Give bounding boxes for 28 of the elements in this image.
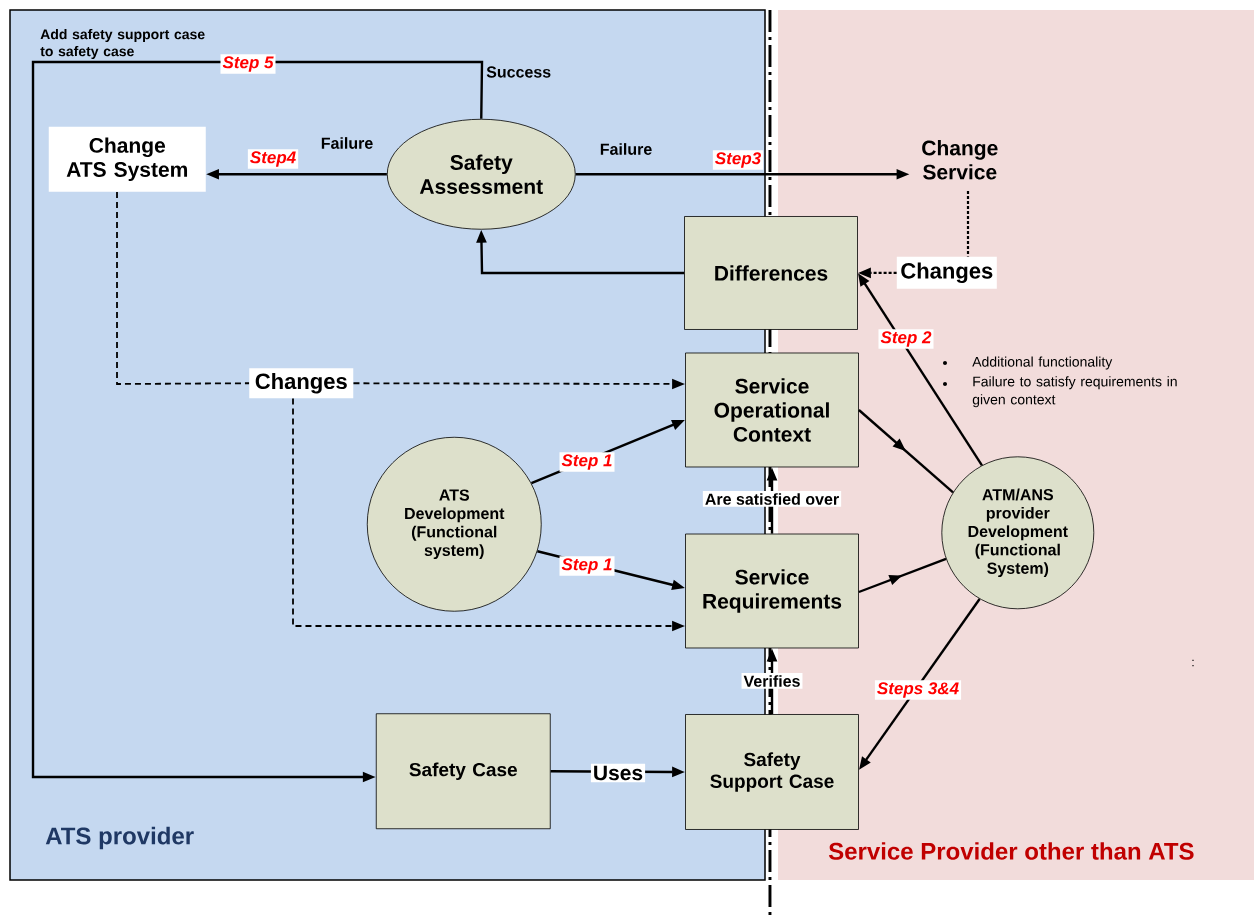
colon-mark: :	[1192, 659, 1194, 667]
edge-label: Step4	[247, 149, 299, 169]
process-box: Change ATS System	[48, 126, 206, 192]
process-box: Service Requirements	[685, 533, 859, 649]
edge-label: Are satisfied over	[702, 491, 842, 507]
outcome-label: Success	[486, 66, 551, 78]
edge-label: Verifies	[741, 673, 803, 689]
outcome-label: Failure	[600, 143, 652, 155]
edge-label: Step 2	[878, 329, 934, 349]
changes-label: Changes	[249, 368, 354, 399]
changes-label: Changes	[896, 256, 997, 289]
bullet-item: Failure to satisfy requirements in given context	[943, 376, 1177, 408]
process-box: Safety Case	[375, 713, 551, 830]
arrow	[858, 409, 954, 494]
edge-label: Step 1	[559, 452, 615, 472]
process-box: Safety Support Case	[685, 714, 859, 830]
process-text: Change Service	[922, 140, 998, 180]
connector-line	[966, 191, 970, 257]
process-box: Differences	[684, 216, 858, 330]
annotation-text: Add safety support case to safety case	[40, 28, 205, 59]
edge-label: Step 1	[559, 556, 615, 576]
connector-line	[116, 191, 250, 385]
edge-label: Step3	[712, 150, 764, 170]
edge-label: Steps 3&4	[874, 680, 962, 700]
edge-label: Step 5	[220, 54, 276, 74]
bullet-item: Additional functionality	[943, 356, 1113, 370]
arrow	[858, 557, 947, 594]
process-box: Service Operational Context	[685, 352, 859, 468]
